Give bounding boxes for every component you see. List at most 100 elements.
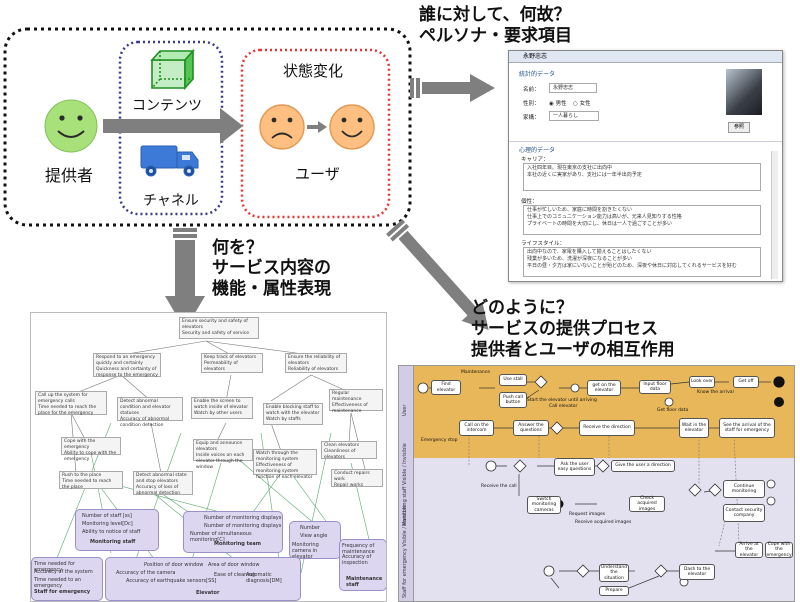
goal-node[interactable]: Enable blocking staff to watch with the … [263,403,323,425]
goal-node[interactable]: Call up the system for emergency calls T… [35,391,107,416]
resource-item: Accuracy of earthquake sensors[SS] [126,578,217,584]
goal-node[interactable]: Keep track of elevators Permeability of … [201,353,263,373]
label-receive-call: Receive the call [481,484,517,489]
task-answer-questions[interactable]: Answer the questions [513,420,549,436]
arrow-to-goal-diagram [165,228,205,330]
heading-what-3: 機能・属性表現 [212,279,331,299]
stats-section-header[interactable]: 統計的データ [519,71,556,78]
ref-button[interactable]: 参照 [728,122,750,133]
task-dash-to-elevator[interactable]: Dash to the elevator [679,564,715,580]
goal-node[interactable]: Detect abnormal condition and elevator s… [117,397,183,428]
family-field[interactable]: 一人暮らし [549,111,599,121]
goal-node-goal: Watch through the monitoring system [256,451,299,462]
heading-how-1: どのように？ [471,298,573,318]
goal-node[interactable]: Ensure the reliability of elevators Reli… [285,353,347,373]
end-event [773,376,785,388]
task-see-arrival-staff[interactable]: See the arrival of the staff for emergen… [719,418,775,438]
heading-how-2: サービスの提供プロセス [471,319,658,339]
task-contact-company[interactable]: Contact security company [723,504,765,522]
event [664,397,674,407]
goal-node[interactable]: Clean elevators Cleanliness of elevators [321,441,377,460]
user-label: ユーザ [295,165,340,183]
task-understand-situation[interactable]: Understand the situation [599,564,629,582]
label-maintenance: Maintenance [461,370,490,375]
goal-root-attr: Security and safety of service [182,331,250,336]
goal-node-goal: Detect abnormal condition and elevator s… [120,399,171,416]
task-call-on-intercom[interactable]: Call on the intercom [459,420,494,436]
gender-female-label: 女性 [579,101,591,107]
task-input-floor-data[interactable]: Input floor data [639,380,671,394]
resource-item: Accuracy of inspection [342,554,372,566]
service-outline [3,27,412,227]
resource-group[interactable]: Number of monitoring displays Number of … [183,511,283,553]
resource-group[interactable]: Number of staff [ss] Monitoring level[Dc… [75,509,159,551]
goal-root[interactable]: Ensure security and safety of elevators … [179,317,259,339]
goal-root-goal: Ensure security and safety of elevators [182,319,248,330]
goal-node[interactable]: Detect abnormal state and stop elevators… [133,471,193,496]
task-give-direction[interactable]: Give the user a direction [611,460,675,472]
task-receive-direction[interactable]: Receive the direction [579,420,635,436]
bpmn-flows [417,375,785,589]
resource-group[interactable]: Time needed for emergency Accuracy of th… [31,557,103,601]
heading-who-why-2: ペルソナ・要求項目 [419,26,572,46]
task-look-over[interactable]: Look over [689,376,715,388]
goal-node[interactable]: Equip and announce elevators Inside voic… [193,439,253,470]
timer-event [485,460,497,472]
goal-node-attr: Ability to cope with the emergency [64,451,117,462]
task-get-off[interactable]: Get off [733,376,759,388]
goal-node-goal: Ensure the reliability of elevators [288,355,341,366]
lifestyle-label: ライフスタイル： [521,241,566,247]
bpmn-diagram: User Monitoring staff Visible / Invisibl… [398,365,795,602]
lifestyle-textarea[interactable]: 出向中なので、家電を購入して揃えることはしたくない 残業が多いため、洗濯が深夜に… [523,247,761,277]
resource-item: Ability to notice of staff [82,529,141,535]
psych-section-header[interactable]: 心理的データ [509,141,782,154]
resource-item: Time needed to an emergency [34,577,82,589]
task-cope-emergency[interactable]: Cope with the emergency [765,541,793,558]
career-line: 本社の近くに実家があり、支社には一年半出向予定 [527,172,642,178]
user-smiley-icon [329,104,375,150]
label-start-call-elevator: Start the elevator until arriving [527,398,597,403]
goal-node-attr: Reliability of elevators [288,367,339,372]
resource-item: Accuracy of the system [34,569,93,575]
goal-node-goal: Keep track of elevators [204,355,257,360]
task-ask-easy-questions[interactable]: Ask the user easy questions [554,458,595,476]
goal-node[interactable]: Regular maintenance Effectiveness of mai… [329,389,383,414]
task-get-on-elevator[interactable]: get on the elevator [587,380,621,396]
resource-item: Automatic diagnosis[DM] [246,572,282,584]
personality-textarea[interactable]: 仕事が忙しいため、家庭に時間を割きたくない 仕事上でのコミュニケーション能力は高… [523,205,761,235]
task-wait-in-elevator[interactable]: Wait in the elevator [679,418,709,438]
goal-node-attr: Inside voices on each elevator through t… [196,453,245,470]
task-arrive-elevator[interactable]: Arrive at the elevator [735,542,763,558]
gender-male-radio[interactable]: ◉ 男性 [549,101,567,107]
goal-node[interactable]: Rush to the place Time needed to reach t… [59,471,123,490]
task-check-images[interactable]: Check acquired images [629,496,665,512]
event [766,496,776,506]
task-find-elevator[interactable]: Find elevator [431,380,461,395]
goal-node-goal: Cope with the emergency [64,439,96,450]
goal-node[interactable]: Conduct repairs work Repair works [331,469,383,488]
career-textarea[interactable]: 入社四年目。現在東京の支社に出向中 本社の近くに実家があり、支社には一年半出向予… [523,163,761,191]
task-continue-monitoring[interactable]: Continue monitoring [723,480,765,498]
gender-female-radio[interactable]: ○ 女性 [573,101,591,107]
resource-item: Time needed for emergency [34,561,76,573]
task-prepare[interactable]: Prepare [599,586,629,596]
name-field[interactable]: 永野忠志 [549,83,597,93]
lane-staff-emergency [399,536,794,601]
goal-node[interactable]: Watch through the monitoring system Effe… [253,449,317,480]
goal-node-goal: Detect abnormal state and stop elevators [136,473,187,484]
persona-scrollbar[interactable] [771,151,778,279]
contents-label: コンテンツ [132,98,202,114]
end-event [774,397,784,407]
task-use-stall[interactable]: Use stall [499,374,527,386]
task-switch-monitoring[interactable]: Switch monitoring cameras [527,496,561,514]
resource-name: Monitoring team [214,541,261,547]
task-push-call-button[interactable]: Push call button [499,392,527,408]
goal-node[interactable]: Enable the screen to watch inside of ele… [191,397,253,419]
resource-item: Accuracy of the camera [116,570,176,576]
resource-group[interactable]: Frequency of maintenance Accuracy of ins… [339,539,386,591]
resource-group[interactable]: Number View angle Monitoring camera in e… [289,521,341,560]
goal-node[interactable]: Cope with the emergency Ability to cope … [61,437,121,462]
goal-node-goal: Clean elevators [324,443,360,448]
goal-node[interactable]: Respond to an emergency quickly and cert… [93,353,161,378]
resource-group[interactable]: Position of door window Accuracy of the … [105,557,301,601]
